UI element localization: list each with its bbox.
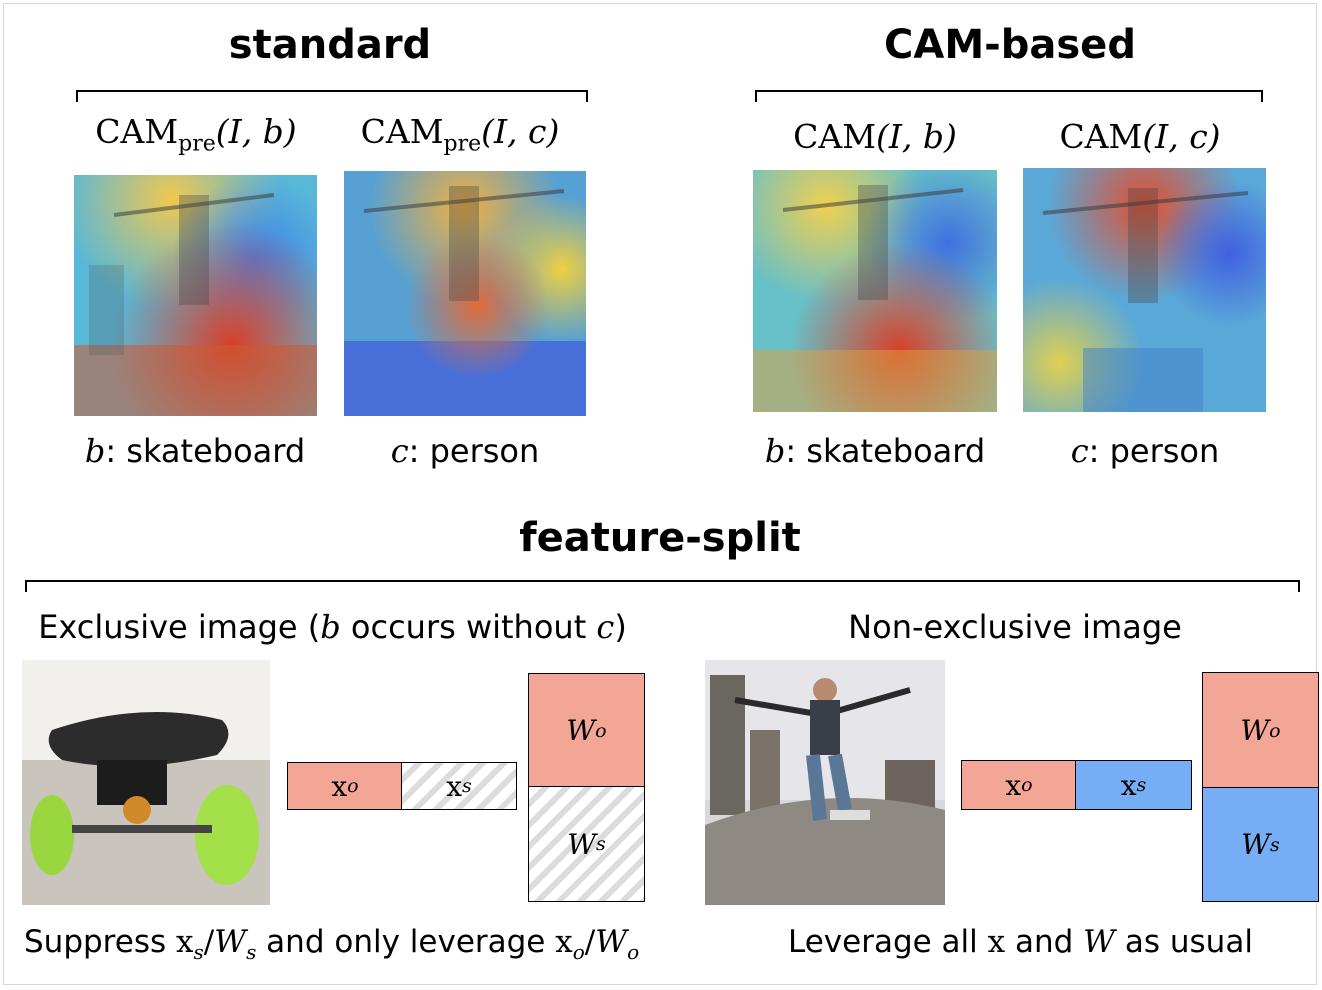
label-standard-b: b: skateboard: [84, 432, 306, 470]
title-standard: standard: [228, 22, 432, 68]
cam-b-label: CAM(I, b): [793, 117, 957, 156]
label-cam-b: b: skateboard: [764, 432, 986, 470]
photo-longboard: [22, 660, 270, 905]
heatmap-standard-skateboard: [74, 175, 317, 416]
caption-non-exclusive: Leverage all x and W as usual: [788, 924, 1253, 960]
title-feature-split: feature-split: [519, 515, 801, 561]
caption-exclusive: Suppress xs/Ws and only leverage xo/Wo: [24, 924, 640, 965]
title-cam-based: CAM-based: [884, 22, 1136, 68]
cam-pre-c-label: CAMpre(I, c): [360, 112, 560, 157]
heading-non-exclusive: Non-exclusive image: [848, 608, 1182, 646]
label-cam-c: c: person: [1070, 432, 1220, 470]
figure-frame: [3, 3, 1317, 985]
bracket-feature-split: [25, 580, 1300, 592]
bracket-standard: [76, 90, 588, 102]
heatmap-standard-person: [344, 171, 586, 416]
heading-exclusive: Exclusive image (b occurs without c): [38, 608, 627, 646]
cam-c-label: CAM(I, c): [1059, 117, 1221, 156]
bracket-cam-based: [755, 90, 1263, 102]
heatmap-cam-skateboard: [753, 170, 997, 412]
label-standard-c: c: person: [390, 432, 540, 470]
cam-pre-b-label: CAMpre(I, b): [95, 112, 297, 157]
heatmap-cam-person: [1023, 168, 1266, 412]
photo-skater: [705, 660, 945, 905]
